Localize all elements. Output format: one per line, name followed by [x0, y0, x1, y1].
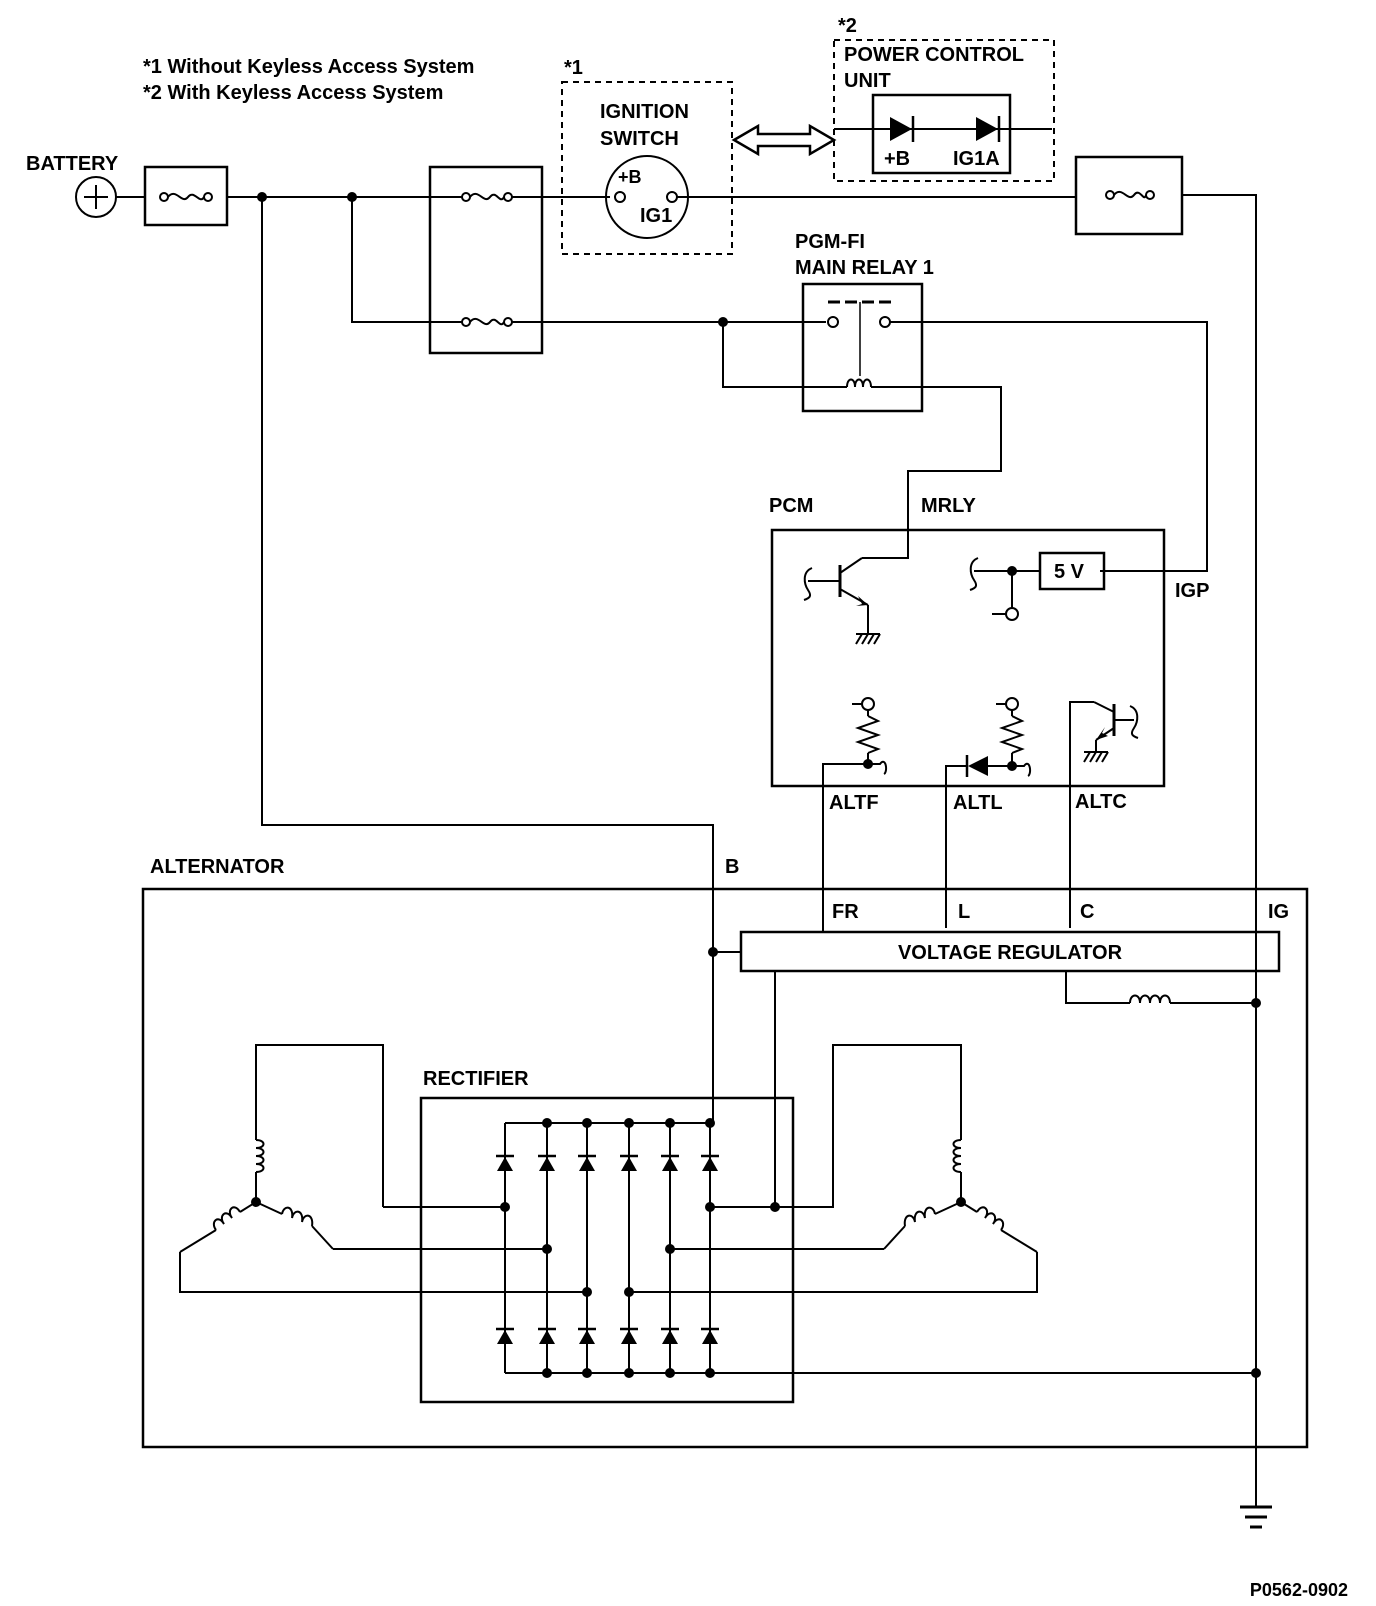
- pcm-altc-transistor: [1069, 701, 1139, 928]
- ignition-switch-title-1: IGNITION: [600, 101, 689, 123]
- pcm-box: [770, 528, 1166, 788]
- alternator-terminal-ig: IG: [1268, 901, 1289, 923]
- voltage-regulator-label: VOLTAGE REGULATOR: [898, 942, 1123, 964]
- communication-arrow: [731, 123, 837, 157]
- ignition-switch-marker: *1: [564, 57, 583, 79]
- pcu-title-1: POWER CONTROL: [844, 44, 1024, 66]
- fuse-ig: [1074, 155, 1184, 236]
- figure-id: P0562-0902: [1250, 1580, 1348, 1600]
- field-coil: [1065, 971, 1261, 1008]
- main-relay-title-1: PGM-FI: [795, 231, 865, 253]
- alternator-terminal-fr: FR: [832, 901, 859, 923]
- pcm-mrly-transistor: [803, 557, 881, 645]
- alternator-label: ALTERNATOR: [150, 856, 285, 878]
- pcu-diode-ig1a: [976, 116, 1001, 142]
- note-without-keyless: *1 Without Keyless Access System: [143, 56, 474, 78]
- stator-winding-left: [179, 1044, 587, 1293]
- battery-symbol: [75, 176, 117, 218]
- pcm-label: PCM: [769, 495, 813, 517]
- pcm-altl-label: ALTL: [953, 792, 1003, 814]
- ground-symbol: [1240, 1505, 1272, 1529]
- pcm-altl-circuit: [945, 697, 1032, 928]
- battery-label: BATTERY: [26, 153, 119, 175]
- pcu-marker: *2: [838, 15, 857, 37]
- ignition-switch-terminal-ig1: IG1: [640, 205, 672, 227]
- pcu-diode-b: [890, 116, 915, 142]
- pcu-boundary: [833, 39, 1055, 182]
- rectifier-label: RECTIFIER: [423, 1068, 529, 1090]
- alternator-box: [141, 887, 1309, 1449]
- fuse-block: [428, 165, 544, 355]
- pcu-terminal-ig1a: IG1A: [953, 148, 1000, 170]
- pcu-title-2: UNIT: [844, 70, 891, 92]
- pcm-igp-label: IGP: [1175, 580, 1209, 602]
- alternator-terminal-c: C: [1080, 901, 1094, 923]
- alternator-terminal-l: L: [958, 901, 970, 923]
- pcm-mrly-label: MRLY: [921, 495, 976, 517]
- ignition-switch-title-2: SWITCH: [600, 128, 679, 150]
- main-relay-coil: [846, 378, 872, 388]
- pcm-altc-label: ALTC: [1075, 791, 1127, 813]
- main-relay-box: [801, 282, 924, 413]
- pcu-terminal-b: +B: [884, 148, 910, 170]
- stator-winding-right: [629, 1044, 1038, 1293]
- pcm-altf-circuit: [822, 697, 888, 852]
- pcu-inner-box: [871, 93, 1012, 175]
- pcm-5v-regulator: [969, 551, 1207, 621]
- pcm-5v-label: 5 V: [1054, 561, 1085, 583]
- pcm-altf-label: ALTF: [829, 792, 879, 814]
- fuse-battery: [143, 165, 229, 227]
- main-relay-contacts: [827, 300, 892, 376]
- note-with-keyless: *2 With Keyless Access System: [143, 82, 443, 104]
- ignition-switch-terminal-b: +B: [618, 167, 642, 187]
- alternator-terminal-b: B: [725, 856, 739, 878]
- ignition-switch-boundary: [561, 81, 733, 255]
- main-relay-title-2: MAIN RELAY 1: [795, 257, 934, 279]
